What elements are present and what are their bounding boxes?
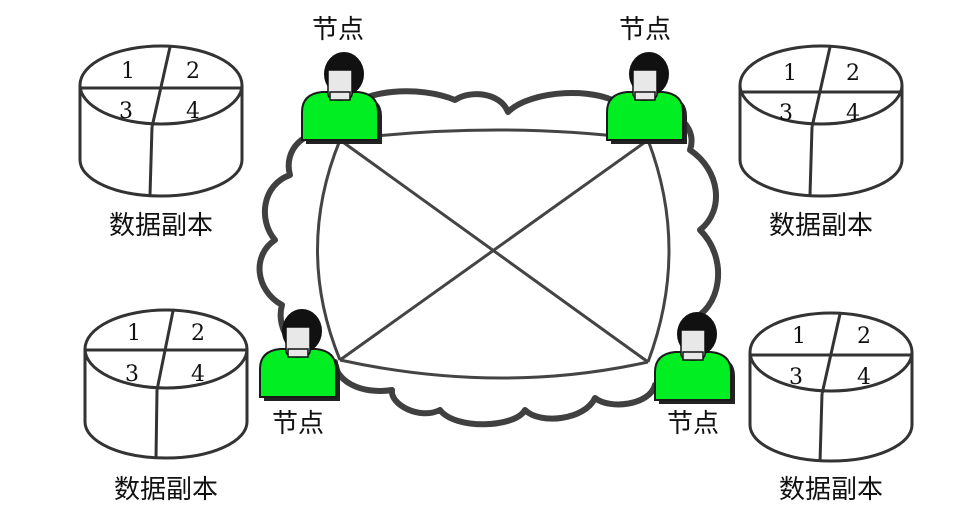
replica-cell: 1 bbox=[783, 61, 797, 86]
replica-label: 数据副本 bbox=[109, 211, 213, 241]
node-top-left bbox=[301, 51, 383, 145]
person-icon bbox=[301, 51, 383, 145]
link-right bbox=[646, 139, 671, 363]
replica-top-right bbox=[738, 44, 904, 198]
link-left bbox=[316, 139, 342, 361]
link-bottom bbox=[339, 358, 649, 380]
mesh-links bbox=[316, 128, 671, 380]
node-top-right bbox=[606, 51, 688, 145]
network-cloud bbox=[256, 88, 722, 428]
node-label: 节点 bbox=[667, 409, 719, 439]
replica-cell: 3 bbox=[125, 362, 139, 387]
replica-cell: 3 bbox=[779, 101, 793, 126]
replica-cell: 2 bbox=[191, 321, 205, 346]
replica-bottom-left bbox=[83, 308, 249, 460]
cylinder-icon bbox=[738, 85, 904, 198]
replica-top-left bbox=[78, 44, 244, 198]
replica-cell: 2 bbox=[186, 59, 200, 84]
replica-bottom-right bbox=[748, 311, 914, 463]
cylinder-icon bbox=[78, 85, 244, 198]
replica-cell: 1 bbox=[792, 324, 806, 349]
replica-cell: 4 bbox=[186, 99, 200, 124]
replica-cell: 4 bbox=[857, 365, 871, 390]
replica-cell: 4 bbox=[846, 101, 860, 126]
node-label: 节点 bbox=[272, 409, 324, 439]
replica-cell: 3 bbox=[789, 365, 803, 390]
cylinder-icon bbox=[83, 349, 249, 460]
replica-cell: 1 bbox=[121, 59, 135, 84]
link-diagonal-b bbox=[339, 138, 649, 362]
replica-cell: 2 bbox=[846, 61, 860, 86]
replica-cell: 1 bbox=[127, 321, 141, 346]
node-label: 节点 bbox=[619, 15, 671, 45]
cylinder-icon bbox=[748, 352, 914, 463]
replica-label: 数据副本 bbox=[779, 475, 883, 505]
replica-label: 数据副本 bbox=[769, 211, 873, 241]
replica-cell: 2 bbox=[857, 324, 871, 349]
replica-cell: 4 bbox=[191, 362, 205, 387]
replica-label: 数据副本 bbox=[114, 475, 218, 505]
node-label: 节点 bbox=[312, 15, 364, 45]
replica-cell: 3 bbox=[119, 99, 133, 124]
person-icon bbox=[606, 51, 688, 145]
